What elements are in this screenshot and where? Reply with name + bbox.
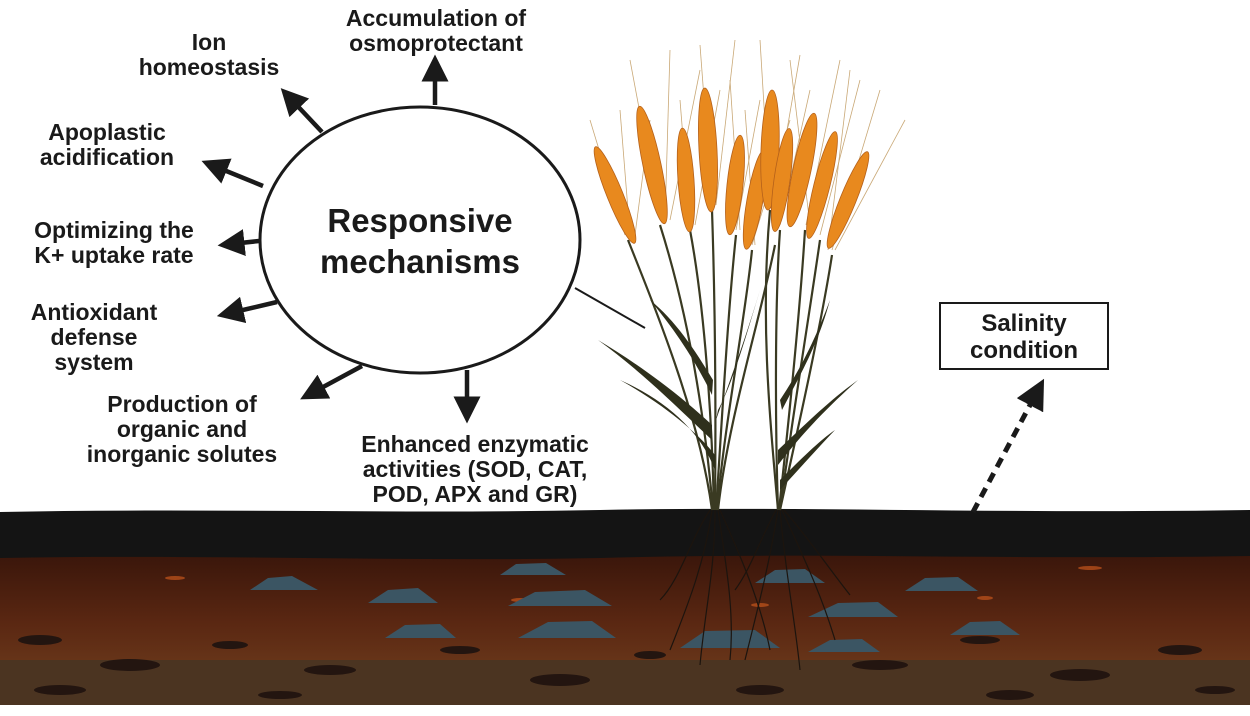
soil-bedrock-band (0, 660, 1250, 705)
arrow-solutes (300, 364, 364, 400)
arrow-k-uptake (217, 229, 260, 256)
label-enzymatic: Enhanced enzymatic activities (SOD, CAT,… (325, 432, 625, 507)
label-apoplastic-line-2: acidification (39, 144, 175, 170)
label-ion-homeostasis: Ion homeostasis (124, 30, 294, 80)
label-enzymatic-line-2: activities (SOD, CAT, (362, 456, 588, 482)
wheat-stems (626, 209, 834, 511)
label-k-uptake: Optimizing the K+ uptake rate (6, 218, 222, 268)
salt-rocks (250, 563, 1020, 652)
label-osmoprotectant-line-1: Accumulation of (345, 5, 527, 31)
salinity-condition-line-2: condition (970, 337, 1078, 364)
label-osmoprotectant-line-2: osmoprotectant (349, 30, 523, 56)
label-ion-homeostasis-line-2: homeostasis (138, 54, 280, 80)
label-antioxidant: Antioxidant defense system (8, 300, 180, 375)
wheat-leaves (598, 290, 858, 490)
mechanism-arrows (201, 54, 481, 424)
salinity-dashed-arrow (970, 378, 1045, 514)
salinity-condition-line-1: Salinity (981, 310, 1067, 337)
label-k-uptake-line-2: K+ uptake rate (34, 242, 194, 268)
wheat-heads (593, 87, 870, 250)
plant-roots (659, 509, 851, 671)
label-enzymatic-line-3: POD, APX and GR) (372, 481, 578, 507)
soil (0, 508, 1250, 705)
label-k-uptake-line-1: Optimizing the (34, 217, 194, 243)
soil-pebbles (18, 635, 1235, 700)
soil-flecks (165, 566, 1102, 607)
arrow-apoplastic (201, 158, 264, 189)
label-ion-homeostasis-line-1: Ion (191, 29, 227, 55)
label-solutes-line-2: organic and (116, 416, 248, 442)
arrow-ion-homeostasis (280, 88, 324, 134)
label-solutes-line-1: Production of (107, 391, 257, 417)
label-antioxidant-line-3: system (54, 349, 134, 375)
responsive-mechanisms-circle (258, 105, 582, 375)
salinity-condition-box: Salinity condition (939, 302, 1109, 370)
center-title-line-2: mechanisms (320, 243, 520, 280)
label-apoplastic: Apoplastic acidification (22, 120, 192, 170)
center-title: Responsive mechanisms (300, 200, 540, 282)
center-title-line-1: Responsive (327, 202, 513, 239)
label-solutes-line-3: inorganic solutes (86, 441, 278, 467)
label-enzymatic-line-1: Enhanced enzymatic (361, 431, 589, 457)
soil-top-layer (0, 508, 1250, 560)
arrow-antioxidant (216, 296, 278, 324)
circle-to-plant-connector (574, 287, 646, 329)
label-antioxidant-line-1: Antioxidant (30, 299, 158, 325)
label-antioxidant-line-2: defense (50, 324, 138, 350)
label-solutes: Production of organic and inorganic solu… (58, 392, 306, 467)
label-apoplastic-line-1: Apoplastic (48, 119, 166, 145)
label-osmoprotectant: Accumulation of osmoprotectant (318, 6, 554, 56)
